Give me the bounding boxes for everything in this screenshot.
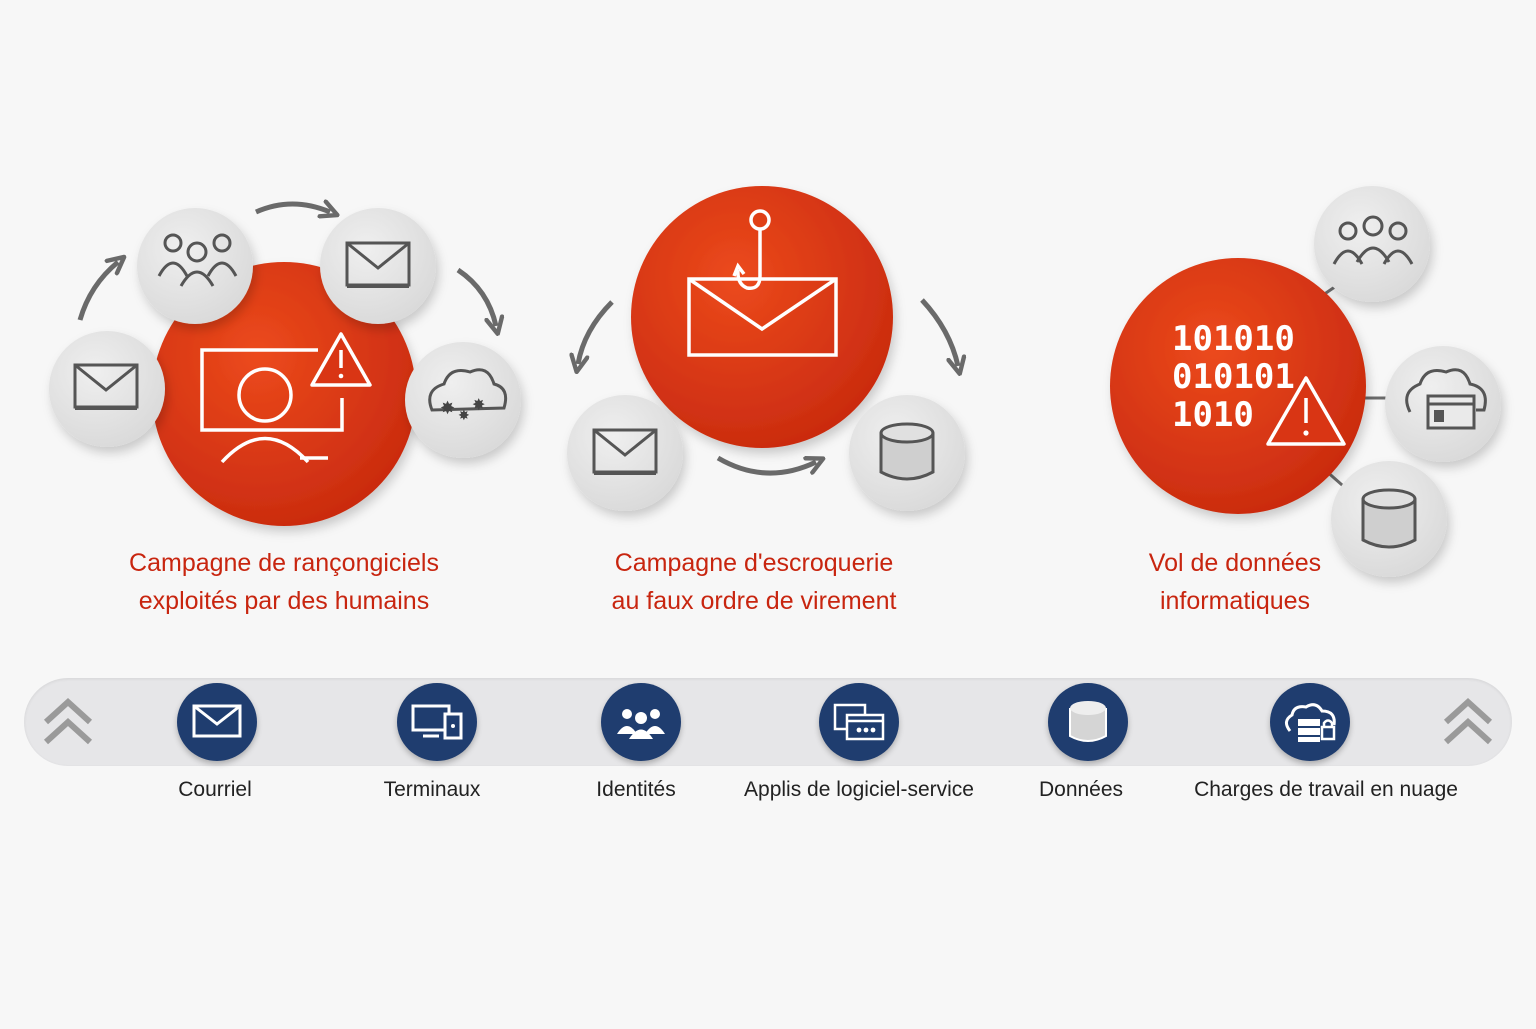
devices-icon: [411, 704, 463, 740]
layer-label-identities: Identités: [596, 778, 676, 801]
svg-text:✸: ✸: [458, 408, 470, 424]
database-node: [849, 395, 965, 511]
layer-cloud-workloads: [1270, 683, 1350, 761]
chevron-up-icon: [1443, 697, 1493, 745]
people-node: [1314, 186, 1430, 302]
binary-text: 101010 010101 1010: [1172, 319, 1295, 435]
ransomware-main-circle: [152, 262, 416, 526]
layer-devices: [397, 683, 477, 761]
binary-line-2: 010101: [1172, 357, 1295, 397]
cloud-server-icon: [1285, 703, 1336, 742]
exfiltration-scenario: 101010 010101 1010: [1110, 186, 1501, 577]
flow-arrow: [716, 455, 816, 476]
warning-icon: [1266, 376, 1346, 446]
exfiltration-main-circle: [1110, 258, 1366, 514]
people-icon: [157, 233, 238, 287]
phishing-envelope-icon: [687, 277, 838, 357]
binary-line-3: 1010: [1172, 395, 1254, 435]
database-icon: [1361, 488, 1417, 549]
flow-arrow: [920, 298, 958, 366]
layer-label-saas-apps: Applis de logiciel-service: [744, 778, 974, 801]
envelope-icon: [73, 363, 139, 410]
ransomware-scenario: ✸ ✸ ✸: [49, 204, 521, 526]
bec-scenario: [567, 186, 965, 511]
app-window-icon: [833, 703, 885, 741]
chevron-up-icon: [43, 697, 93, 745]
flow-arrow: [77, 262, 118, 321]
layer-label-devices: Terminaux: [383, 778, 481, 801]
cloud-app-node: [1385, 346, 1501, 462]
flow-arrow: [578, 300, 614, 364]
defense-layers-band: [24, 678, 1512, 766]
layer-label-data: Données: [1038, 778, 1124, 801]
user-monitor-icon: [200, 348, 344, 464]
exfiltration-title: Vol de données informatiques: [1148, 549, 1322, 615]
cloud-attack-icon: ✸ ✸ ✸: [428, 368, 508, 424]
flow-arrow: [254, 204, 330, 212]
envelope-icon: [192, 704, 242, 738]
fish-hook-icon: [732, 209, 771, 290]
bec-main-circle: [631, 186, 893, 448]
bec-title: Campagne d'escroquerie au faux ordre de …: [611, 549, 897, 615]
envelope-node: [49, 331, 165, 447]
people-icon: [1332, 215, 1414, 265]
layer-saas-apps: [819, 683, 899, 761]
cloud-node: ✸ ✸ ✸: [405, 342, 521, 458]
layer-data: [1048, 683, 1128, 761]
binary-line-1: 101010: [1172, 319, 1295, 359]
envelope-icon: [592, 428, 658, 475]
database-icon: [1069, 701, 1107, 742]
layer-label-cloud-workloads: Charges de travail en nuage: [1194, 778, 1458, 801]
svg-text:✸: ✸: [440, 398, 455, 419]
warning-icon: [310, 332, 372, 387]
svg-text:✸: ✸: [472, 395, 485, 414]
flow-arrow: [456, 267, 496, 326]
layer-email: [177, 683, 257, 761]
envelope-node: [567, 395, 683, 511]
cloud-app-icon: [1405, 368, 1487, 430]
ransomware-title: Campagne de rançongiciels exploités par …: [129, 549, 439, 615]
layer-identities: [601, 683, 681, 761]
layer-label-email: Courriel: [178, 778, 252, 801]
database-icon: [879, 422, 935, 481]
people-icon: [617, 709, 665, 739]
database-node: [1331, 461, 1447, 577]
envelope-node-top: [320, 208, 436, 324]
people-node: [137, 208, 253, 324]
envelope-icon: [345, 241, 411, 288]
